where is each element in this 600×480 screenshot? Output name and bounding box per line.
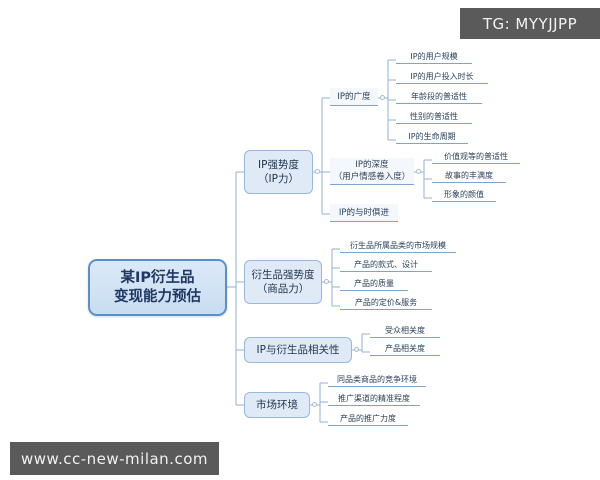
subnode-ip-depth[interactable]: IP的深度 （用户情感卷入度） [330,158,414,185]
branch-label-line-1: IP与衍生品相关性 [256,344,340,356]
branch-node-ip-strength[interactable]: IP强势度 （IP力） [244,150,313,194]
leaf-node[interactable]: 衍生品所属品类的市场规模 [340,239,456,253]
branch-node-market-environment[interactable]: 市场环境 [244,392,310,418]
leaf-node[interactable]: IP的用户投入时长 [396,70,488,84]
collapse-toggle-icon[interactable] [354,347,359,352]
branch-node-ip-derivative-relevance[interactable]: IP与衍生品相关性 [244,337,352,363]
subnode-label-line-1: IP的与时俱进 [338,207,390,218]
leaf-node[interactable]: 性别的普适性 [396,110,472,124]
subnode-ip-breadth[interactable]: IP的广度 [330,88,378,106]
branch-label-line-2: （商品力） [256,283,310,295]
subnode-label-line-1: IP的广度 [337,91,371,102]
leaf-node[interactable]: IP的用户规模 [396,50,472,64]
branch-label-line-1: 市场环境 [256,399,298,411]
root-node[interactable]: 某IP衍生品 变现能力预估 [88,259,227,316]
leaf-node[interactable]: 年龄段的普适性 [396,90,482,104]
leaf-node[interactable]: 形象的颜值 [432,188,496,202]
branch-label-line-1: IP强势度 [258,159,299,171]
collapse-toggle-icon[interactable] [312,402,317,407]
leaf-node[interactable]: 产品的质量 [340,277,408,291]
root-line-2: 变现能力预估 [114,288,201,305]
branch-node-derivative-strength[interactable]: 衍生品强势度 （商品力） [244,260,322,304]
leaf-node[interactable]: 产品相关度 [370,342,440,356]
tg-handle-badge: TG: MYYJJPP [460,8,600,39]
branch-label-line-2: （IP力） [258,173,299,185]
leaf-node[interactable]: 产品的推广力度 [328,412,408,426]
root-line-1: 某IP衍生品 [120,269,195,286]
collapse-toggle-icon[interactable] [315,169,320,174]
leaf-node[interactable]: 故事的丰满度 [432,169,506,183]
leaf-node[interactable]: 推广渠道的精准程度 [328,392,420,406]
collapse-toggle-icon[interactable] [324,279,329,284]
branch-label-line-1: 衍生品强势度 [251,269,315,281]
subnode-ip-keeping-pace[interactable]: IP的与时俱进 [330,204,398,222]
collapse-toggle-icon[interactable] [416,169,421,174]
leaf-node[interactable]: 同品类商品的竞争环境 [328,373,426,387]
leaf-node[interactable]: IP的生命周期 [396,130,468,144]
leaf-node[interactable]: 价值观等的普适性 [432,150,520,164]
leaf-node[interactable]: 受众相关度 [370,324,440,338]
subnode-label-line-1: IP的深度 [355,160,389,170]
leaf-node[interactable]: 产品的款式、设计 [340,258,432,272]
site-watermark: www.cc-new-milan.com [10,442,219,475]
collapse-toggle-icon[interactable] [380,95,385,100]
subnode-label-line-2: （用户情感卷入度） [333,172,411,182]
leaf-node[interactable]: 产品的定价&服务 [340,296,432,310]
